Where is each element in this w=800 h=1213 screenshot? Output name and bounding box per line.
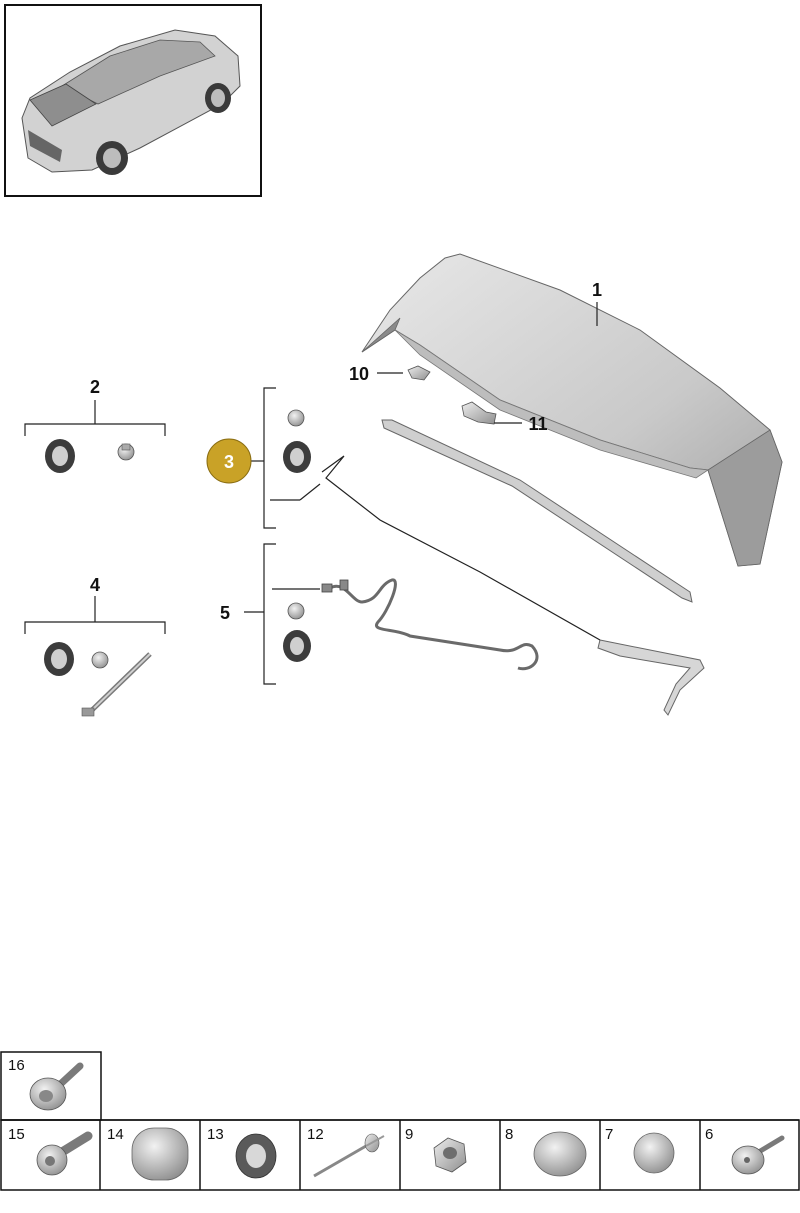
parts-cell[interactable]: 16 — [8, 1057, 84, 1111]
grommet-group-5 — [283, 602, 311, 662]
parts-table: 16 15 14 13 12 — [0, 1051, 800, 1191]
cell-label: 6 — [705, 1126, 713, 1143]
parts-cell[interactable]: 12 — [307, 1126, 385, 1178]
callout-5[interactable]: 5 — [220, 603, 230, 623]
cell-label: 14 — [107, 1126, 124, 1143]
grommet-group-3 — [283, 409, 311, 473]
cell-label: 8 — [505, 1126, 513, 1143]
cell-label: 13 — [207, 1126, 224, 1143]
parts-cell[interactable]: 9 — [405, 1126, 467, 1173]
callout-10[interactable]: 10 — [349, 364, 369, 384]
clip-part-10[interactable] — [407, 365, 431, 381]
brake-light-strip[interactable] — [597, 639, 705, 716]
parts-cell[interactable]: 14 — [107, 1126, 189, 1181]
seal-strip[interactable] — [381, 419, 693, 603]
bracket-part-11[interactable] — [461, 401, 497, 425]
parts-cell[interactable]: 15 — [8, 1126, 93, 1176]
cell-label: 16 — [8, 1057, 25, 1074]
grommet-group-4 — [44, 642, 152, 717]
callout-2[interactable]: 2 — [90, 377, 100, 397]
callout-1[interactable]: 1 — [592, 280, 602, 300]
callout-11[interactable]: 11 — [528, 414, 547, 434]
callout-3-highlight[interactable]: 3 — [206, 438, 252, 484]
cell-label: 7 — [605, 1126, 613, 1143]
parts-cell[interactable]: 6 — [705, 1126, 785, 1175]
parts-cell[interactable]: 8 — [505, 1126, 587, 1177]
parts-cell[interactable]: 7 — [605, 1126, 675, 1174]
cell-label: 9 — [405, 1126, 413, 1143]
callout-4[interactable]: 4 — [90, 575, 100, 595]
callout-3[interactable]: 3 — [224, 452, 234, 472]
car-silhouette-icon — [21, 29, 241, 175]
wiring-harness[interactable] — [321, 578, 539, 671]
vehicle-thumbnail — [4, 4, 262, 197]
wire-part-3[interactable] — [321, 455, 601, 641]
cell-label: 15 — [8, 1126, 25, 1143]
parts-cell[interactable]: 13 — [207, 1126, 277, 1179]
grommet-group-2 — [45, 439, 135, 473]
rear-spoiler[interactable] — [361, 253, 783, 567]
cell-label: 12 — [307, 1126, 324, 1143]
